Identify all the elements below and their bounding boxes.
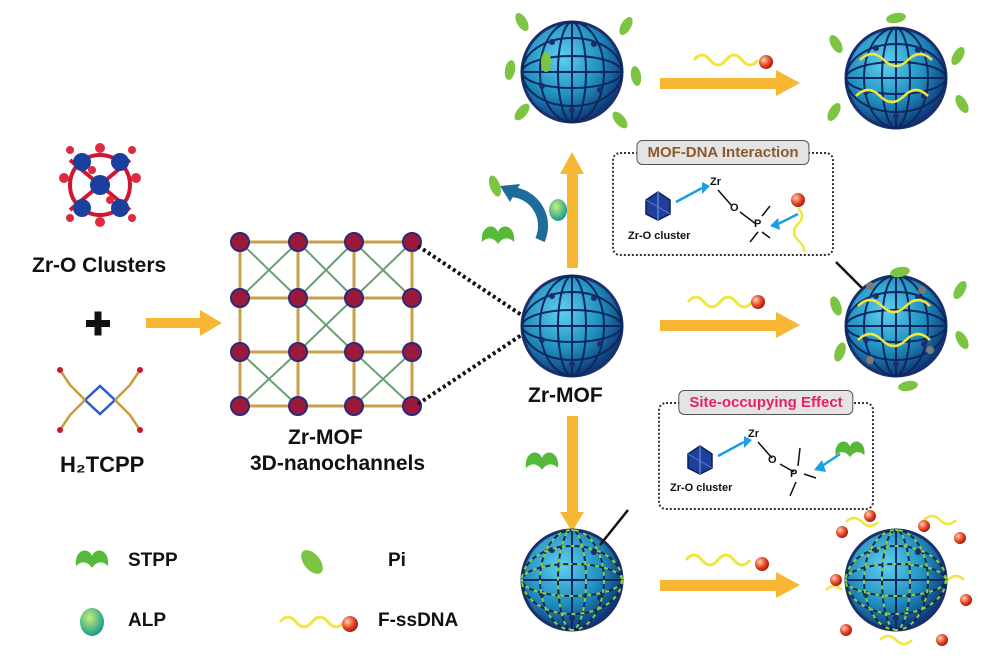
site-occupying-box: Site-occupying Effect Zr O P Zr-O cluste… [658, 390, 874, 510]
stpp-near-arrow [525, 452, 559, 470]
interaction-schematic [645, 182, 806, 253]
bottom-left-sphere-stpp [522, 530, 622, 630]
legend-alp-label: ALP [128, 610, 166, 631]
legend-pi-label: Pi [388, 550, 406, 571]
legend-stpp-label: STPP [128, 550, 178, 571]
top-right-sphere-pi-dna [824, 11, 972, 130]
h2tcpp-label: H₂TCPP [60, 452, 145, 477]
site-o: O [768, 454, 777, 466]
arrow-down [560, 416, 584, 532]
connector-interaction [835, 261, 863, 289]
zr-mof-framework-lattice [230, 232, 422, 416]
top-left-sphere-with-pi [503, 10, 643, 131]
connector-site [599, 509, 629, 546]
arrow-up [560, 152, 584, 268]
interaction-zr: Zr [710, 176, 721, 188]
interaction-p: P [754, 218, 762, 230]
legend-fssdna-icon [278, 615, 358, 632]
interaction-o: O [730, 202, 739, 214]
legend-stpp-icon [75, 550, 109, 568]
site-schematic [687, 436, 865, 497]
zr-o-cluster-illustration [56, 141, 144, 229]
arrow-to-framework [146, 310, 222, 336]
zr-o-clusters-label: Zr-O Clusters [32, 254, 167, 277]
zoom-lines [416, 244, 528, 406]
legend-pi-icon [301, 550, 323, 574]
interaction-box-title: MOF-DNA Interaction [636, 140, 810, 165]
arrow-bottom [660, 553, 800, 598]
interaction-cluster-label: Zr-O cluster [628, 230, 691, 242]
framework-label-line1: Zr-MOF [288, 426, 363, 449]
site-cluster-label: Zr-O cluster [670, 482, 733, 494]
h2tcpp-linker-illustration [57, 367, 143, 433]
plus-sign [86, 311, 110, 336]
site-box-title: Site-occupying Effect [678, 390, 854, 415]
bottom-right-sphere-free-dna [825, 510, 972, 646]
middle-right-sphere-dna-pi [827, 265, 972, 393]
framework-label-line2: 3D-nanochannels [250, 452, 426, 475]
site-zr: Zr [748, 428, 759, 440]
arrow-middle [660, 295, 800, 338]
alp-reaction-icon [481, 175, 567, 244]
site-p: P [790, 468, 798, 480]
legend-alp-icon [80, 608, 104, 636]
center-zr-mof-sphere [520, 274, 624, 378]
center-zr-mof-label: Zr-MOF [528, 384, 603, 407]
arrow-top [660, 53, 800, 96]
mof-dna-interaction-box: MOF-DNA Interaction Zr O P Zr-O cluster [612, 140, 834, 256]
legend-fssdna-label: F-ssDNA [378, 610, 459, 631]
